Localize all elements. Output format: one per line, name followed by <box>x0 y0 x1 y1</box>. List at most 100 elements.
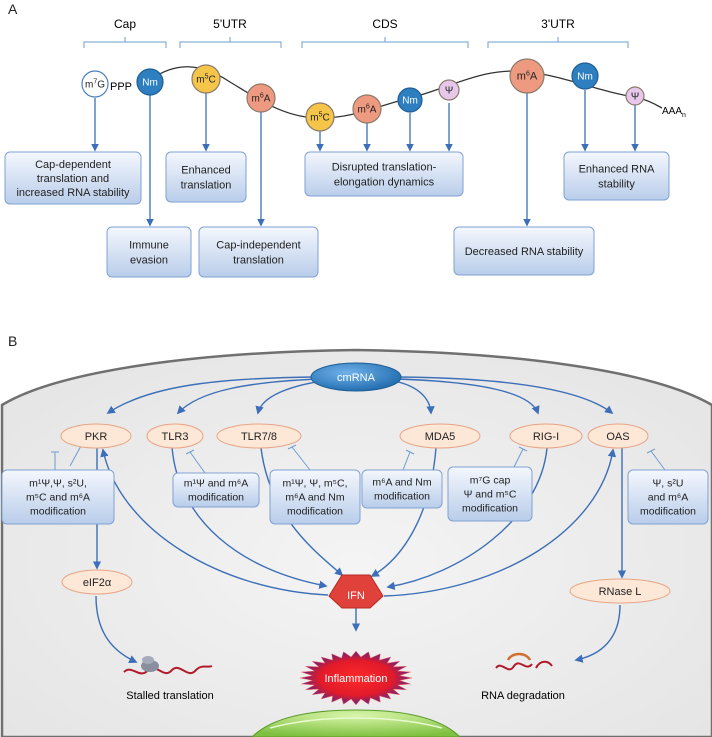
inhib-oas-line: Ψ, s²U <box>653 478 684 490</box>
effect-cap-dependent-line: translation and <box>37 173 109 185</box>
sensor-tlr78: TLR7/8 <box>216 423 302 449</box>
region-3utr-label: 3'UTR <box>541 17 575 31</box>
inhib-tlr78-line: m⁶A and Nm <box>285 492 344 504</box>
sensor-eif2a: eIF2α <box>61 569 133 595</box>
rna-degradation-label: RNA degradation <box>481 690 565 702</box>
mod-label: m5C <box>310 112 329 124</box>
mod-psi2: Ψ <box>625 86 645 106</box>
effect-cap-independent-bg <box>198 226 319 278</box>
inhib-rigi-line: m⁷G cap <box>470 475 511 487</box>
region-5utr-label: 5'UTR <box>213 17 247 31</box>
nucleus <box>251 709 461 737</box>
effect-disrupted-elongation-line: elongation dynamics <box>334 176 435 188</box>
sensor-rigi: RIG-I <box>509 423 583 449</box>
effect-immune-evasion-line: Immune <box>129 239 169 251</box>
sensor-eif2a-shape <box>61 569 133 595</box>
effect-cap-independent-line: translation <box>233 254 284 266</box>
inhib-pkr-line: m⁵C and m⁶A <box>26 492 90 504</box>
inhib-tlr3: m¹Ψ and m⁶A modification <box>172 472 260 508</box>
effect-enhanced-translation-line: Enhanced <box>181 164 231 176</box>
inhib-tlr3-line: m¹Ψ and m⁶A <box>184 478 248 490</box>
effect-disrupted-elongation-bg <box>304 151 464 197</box>
sensor-rnasel-label: RNase L <box>599 586 642 598</box>
effect-enhanced-stability-line: Enhanced RNA <box>579 163 655 175</box>
inhib-tlr78-line: m¹Ψ, Ψ, m⁵C, <box>282 478 347 490</box>
effect-cap-dependent-line: increased RNA stability <box>16 187 130 199</box>
sensor-rigi-label: RIG-I <box>533 431 559 443</box>
inflammation-burst <box>299 650 413 706</box>
effect-decreased-stability: Decreased RNA stability <box>453 226 595 276</box>
panel-a-letter: A <box>8 1 18 17</box>
sensor-tlr3-shape <box>146 423 204 449</box>
ifn-node <box>328 574 384 609</box>
cmrna-node <box>310 362 402 392</box>
panel-a-arrows <box>91 90 639 227</box>
mod-circle <box>136 68 164 96</box>
nucleus-highlight <box>269 717 443 729</box>
inhib-oas-line: and m⁶A <box>648 492 689 504</box>
mod-nm1: Nm <box>136 68 164 96</box>
mod-label: m6A <box>252 93 271 105</box>
effect-cap-dependent-bg <box>4 151 142 205</box>
inhib-rigi: m⁷G cap Ψ and m⁵C modification <box>447 466 533 522</box>
effect-immune-evasion-bg <box>106 226 192 278</box>
inhib-rigi-line: modification <box>462 503 518 515</box>
inhib-mda5-line: modification <box>374 491 430 503</box>
mod-circle <box>352 94 382 124</box>
mod-m6a1: m6A <box>246 83 276 113</box>
degraded-rna-icon <box>495 652 553 671</box>
mod-circle <box>571 62 599 90</box>
mod-label: m7G <box>85 79 105 91</box>
sensor-oas-label: OAS <box>606 431 629 443</box>
sensor-rigi-shape <box>509 423 583 449</box>
inhib-mda5-line: m⁶A and Nm <box>372 477 431 489</box>
mod-m6a2: m6A <box>352 94 382 124</box>
effect-decreased-stability-line: Decreased RNA stability <box>465 246 584 258</box>
mod-m5c2: m5C <box>305 102 335 132</box>
effect-enhanced-stability-bg <box>563 151 670 201</box>
inhib-mda5: m⁶A and Nm modification <box>361 469 443 509</box>
mod-m5c1: m5C <box>191 64 221 94</box>
sensor-pkr-label: PKR <box>85 431 108 443</box>
inhib-tlr3-bg <box>172 472 260 508</box>
effect-decreased-stability-bg <box>453 226 595 276</box>
inflammation-label: Inflammation <box>325 673 388 685</box>
effect-enhanced-translation-line: translation <box>181 179 232 191</box>
mod-circle <box>81 70 109 98</box>
region-brackets <box>83 37 629 48</box>
polya-label: AAAn <box>662 106 686 119</box>
mod-m7g: m7G <box>81 70 109 98</box>
effect-immune-evasion-line: evasion <box>130 254 168 266</box>
effect-enhanced-translation: Enhanced translation <box>165 151 247 203</box>
inhib-tlr3-line: modification <box>188 492 244 504</box>
mod-label: m6A <box>517 71 538 83</box>
sensor-rnasel: RNase L <box>569 578 671 604</box>
stalled-ribosome-icon <box>123 656 213 675</box>
mod-label: Ψ <box>631 92 639 103</box>
inhib-pkr-line: m¹Ψ,Ψ, s²U, <box>29 478 87 490</box>
inhib-rigi-line: Ψ and m⁵C <box>464 489 517 501</box>
mod-label: Ψ <box>445 86 453 97</box>
effect-enhanced-translation-bg <box>165 151 247 203</box>
mod-circle <box>625 86 645 106</box>
effect-disrupted-elongation-line: Disrupted translation- <box>332 161 437 173</box>
sensor-eif2a-label: eIF2α <box>83 577 112 589</box>
ifn-label: IFN <box>347 590 365 602</box>
ppp-label: PPP <box>110 81 132 93</box>
cmrna-label: cmRNA <box>337 372 376 384</box>
sensor-mda5-label: MDA5 <box>425 431 456 443</box>
inhib-pkr-line: modification <box>30 506 86 518</box>
inhib-mda5-bg <box>361 469 443 509</box>
mod-label: m6A <box>358 104 377 116</box>
inhib-rigi-bg <box>447 466 533 522</box>
mod-psi1: Ψ <box>438 79 460 101</box>
mod-m6a3: m6A <box>509 58 545 94</box>
sensor-oas-shape <box>587 423 649 449</box>
